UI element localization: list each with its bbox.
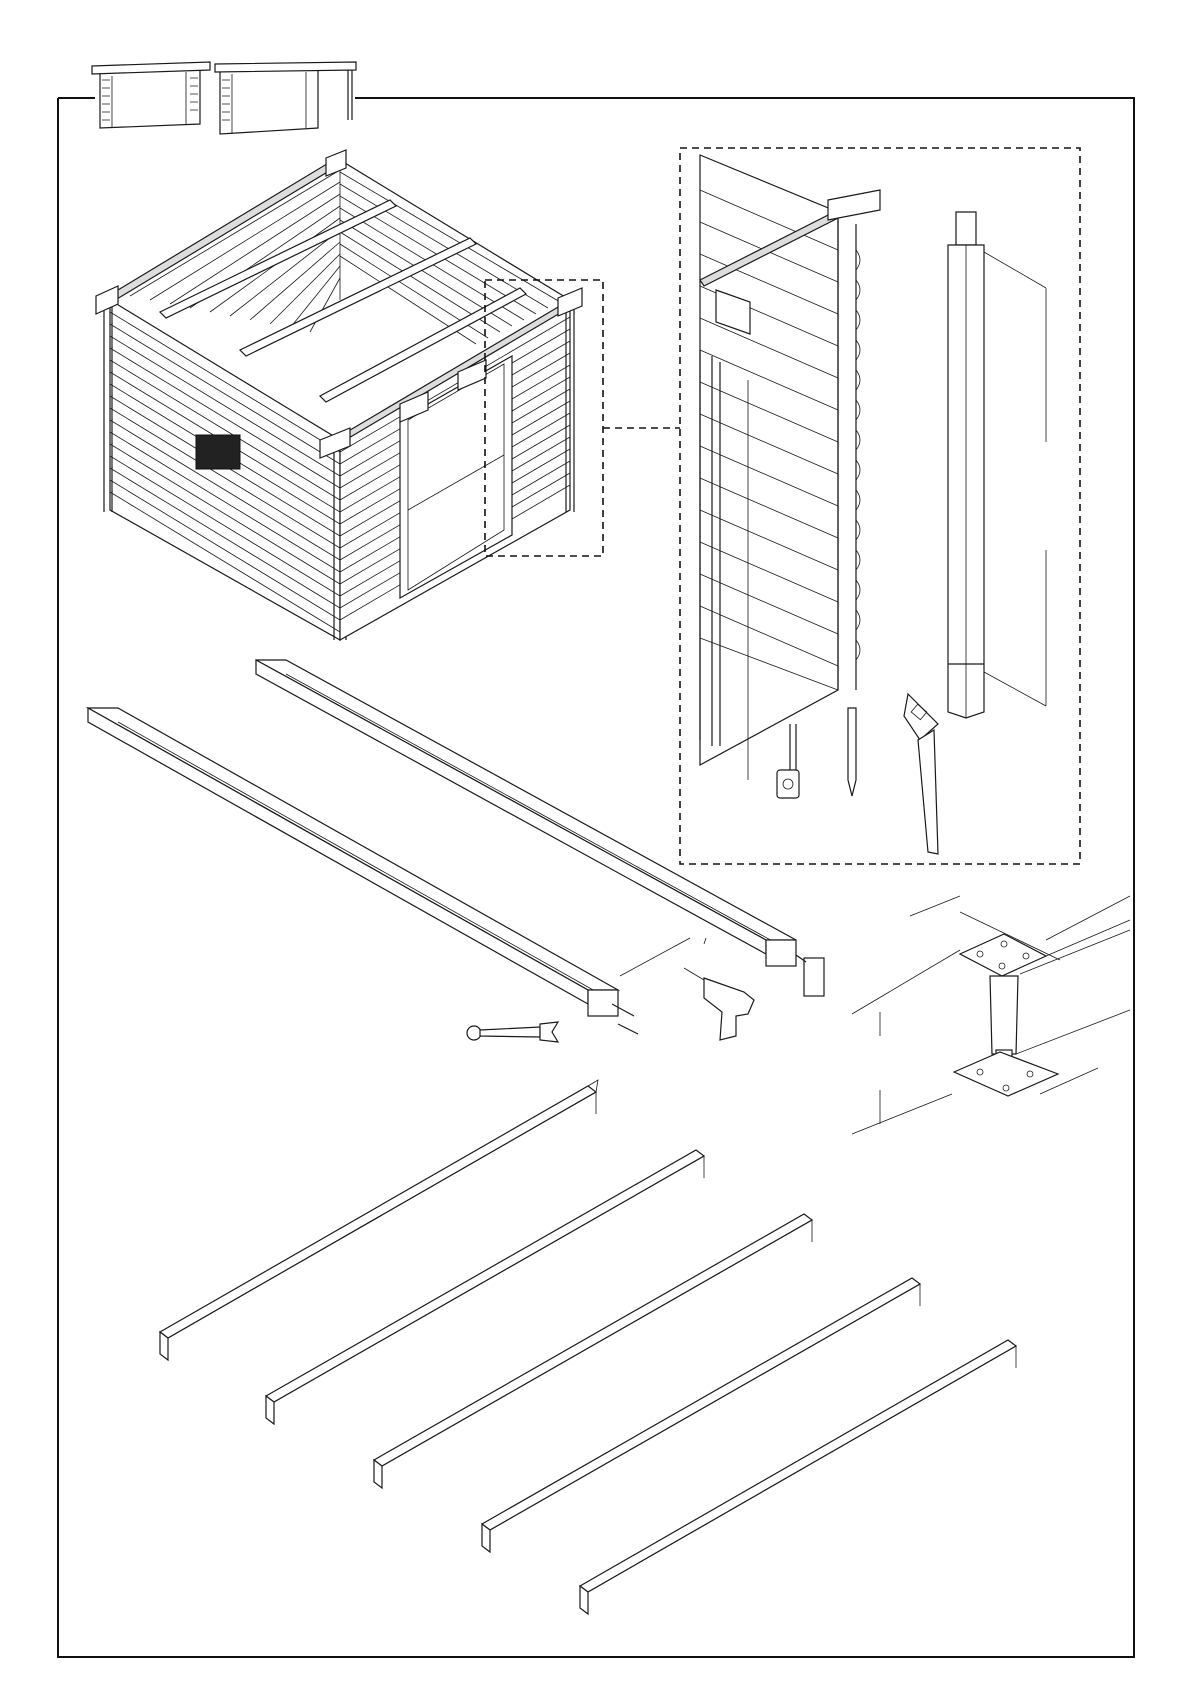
shed-overview: [96, 150, 582, 640]
wrench: [467, 1022, 558, 1042]
floor-joists: [160, 1080, 1016, 1614]
post-length-dimension: [984, 252, 1046, 706]
floor-joist: [160, 1080, 598, 1360]
floor-joist: [374, 1214, 812, 1488]
window-panel: [196, 435, 240, 469]
variant-icon-shed: [92, 62, 210, 128]
floor-joist: [266, 1150, 704, 1424]
corner-post: [948, 212, 1046, 718]
power-drill: [684, 968, 754, 1040]
measuring-tape: [777, 724, 799, 798]
floor-joist: [482, 1278, 920, 1552]
pencil: [848, 708, 856, 796]
hand-saw: [904, 694, 938, 854]
adjustable-foot: [852, 896, 1130, 1134]
detail-zoom: [700, 155, 880, 780]
variant-icon-shed-with-canopy: [215, 62, 356, 134]
floor-joist: [580, 1340, 1016, 1614]
